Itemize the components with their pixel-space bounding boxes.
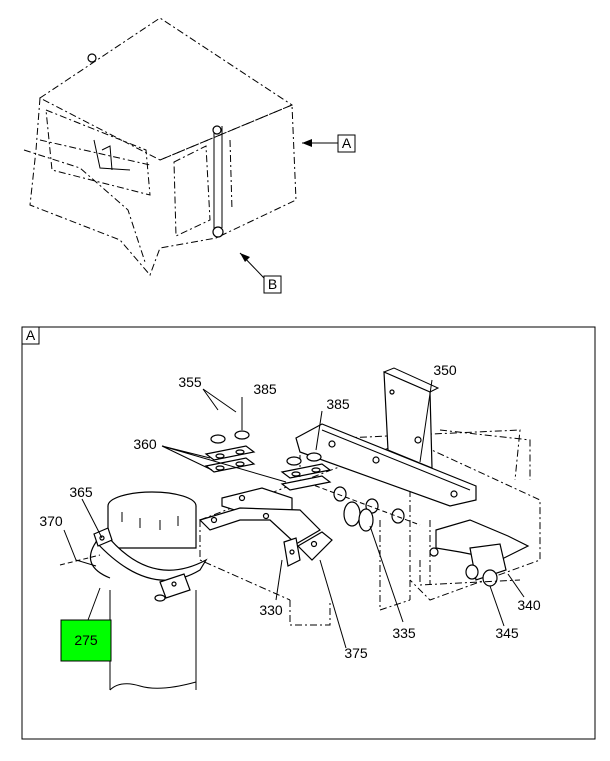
leader-lines [63,379,525,649]
callout-335: 335 [392,625,416,641]
view-ref-a-label: A [342,135,352,151]
clamp-drawing [59,527,208,602]
pad-stack-right-drawing [280,452,332,491]
highlight-box-275[interactable] [60,619,112,662]
long-bracket-drawing [295,423,477,507]
detail-frame [21,326,596,740]
cab-overview-drawing [23,17,297,276]
roof-marker-icon [87,53,97,63]
callout-355: 355 [178,374,202,390]
callout-345: 345 [495,625,519,641]
strap-hanger-330-drawing [283,537,301,567]
center-bracket-drawing [198,487,321,545]
callout-330: 330 [259,602,283,618]
callout-370: 370 [39,513,63,529]
callout-375: 375 [344,645,368,661]
view-ref-a: A [337,134,356,153]
detail-label-text: A [26,327,36,343]
view-ref-b: B [263,275,282,294]
callout-275: 275 [74,632,98,648]
callout-360: 360 [133,436,157,452]
callout-365: 365 [69,484,93,500]
exhaust-tube-drawing [107,491,197,691]
upper-mount-icon [212,125,222,135]
callout-385-left: 385 [253,381,277,397]
view-ref-b-label: B [268,276,277,292]
callout-385-right: 385 [326,396,350,412]
callout-340: 340 [517,597,541,613]
spacer-plates-drawing [343,501,374,532]
bracket-375-drawing [297,531,333,561]
detail-label: A [21,326,40,345]
callout-350: 350 [433,362,457,378]
pad-stack-left-drawing [204,430,256,473]
lower-mount-icon [212,226,224,238]
right-mount-drawing [419,519,530,587]
bolt-set-drawing [299,479,421,526]
